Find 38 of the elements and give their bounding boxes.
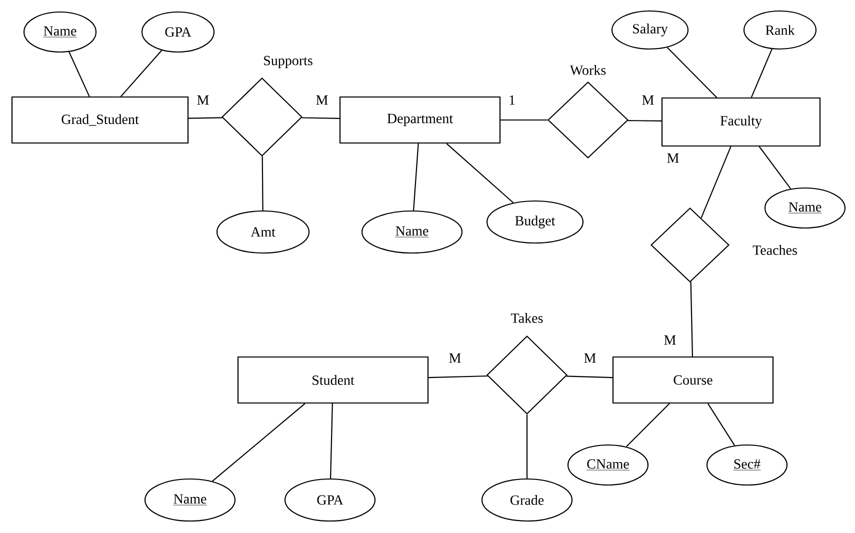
node-label: Works bbox=[570, 65, 606, 75]
connector-line bbox=[120, 50, 162, 97]
connector-line bbox=[690, 282, 694, 356]
connector-line bbox=[68, 52, 90, 97]
connector-line bbox=[700, 146, 732, 218]
cardinality-label: M bbox=[642, 95, 654, 105]
connector-line bbox=[212, 403, 306, 482]
connector-line bbox=[750, 48, 772, 98]
node-label: Takes bbox=[511, 313, 543, 323]
cardinality-label: 1 bbox=[510, 95, 515, 105]
connector-line bbox=[566, 376, 612, 378]
node-label: Supports bbox=[264, 56, 312, 68]
cardinality-label: M bbox=[449, 353, 461, 363]
node-label: Teaches bbox=[752, 245, 797, 255]
connector-line bbox=[666, 47, 718, 98]
connector-line bbox=[302, 117, 340, 120]
entity-box: Course bbox=[612, 356, 774, 404]
connector-line bbox=[628, 120, 662, 122]
connector-line bbox=[500, 119, 548, 121]
connector-line bbox=[707, 403, 736, 446]
cardinality-label: M bbox=[584, 353, 596, 363]
connector-line bbox=[330, 404, 333, 478]
connector-line bbox=[446, 143, 514, 204]
connector-line bbox=[262, 156, 264, 210]
connector-line bbox=[413, 144, 419, 210]
entity-box: Faculty bbox=[661, 97, 821, 147]
entity-box: Student bbox=[237, 356, 429, 404]
cardinality-label: M bbox=[667, 153, 679, 163]
cardinality-label: M bbox=[197, 95, 209, 105]
connector-line bbox=[188, 117, 222, 119]
connector-line bbox=[428, 375, 488, 378]
cardinality-label: M bbox=[664, 335, 676, 345]
connector-line bbox=[758, 146, 792, 190]
connector-line bbox=[526, 414, 528, 478]
connector-line bbox=[626, 403, 670, 448]
cardinality-label: M bbox=[316, 95, 328, 105]
entity-box: Grad_Student bbox=[11, 96, 189, 144]
entity-box: Department bbox=[339, 96, 501, 144]
